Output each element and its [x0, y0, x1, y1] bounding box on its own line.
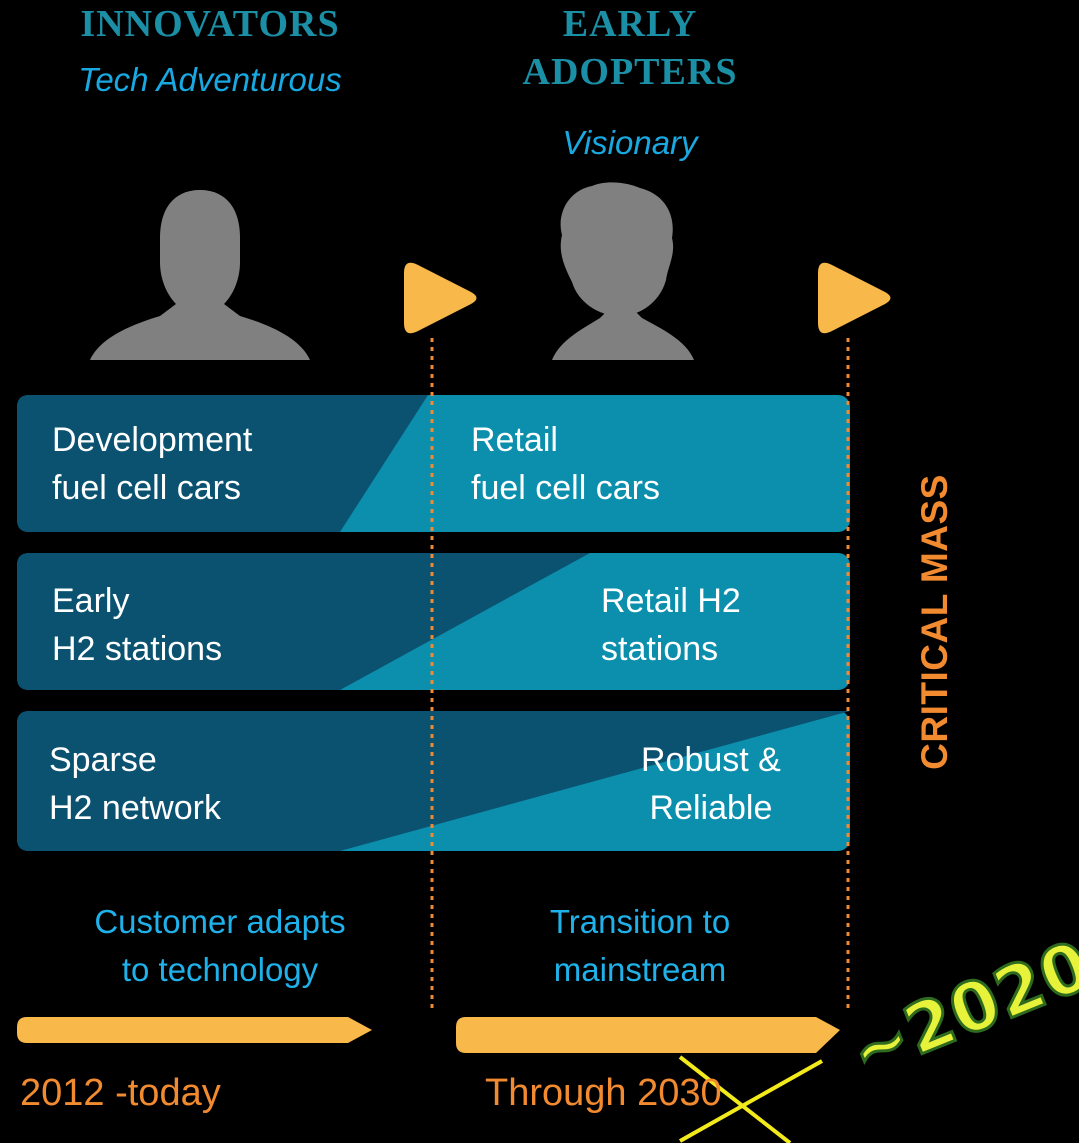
critical-mass-label: CRITICAL MASS [914, 474, 955, 770]
band-cars-right-label: Retail fuel cell cars [471, 421, 660, 507]
progress-arrow-icon [17, 1017, 372, 1043]
band-cars-left-label: Development fuel cell cars [52, 421, 253, 507]
play-arrow-icon [818, 262, 891, 334]
band-cars [17, 395, 850, 532]
column-subtitle-innovators: Tech Adventurous [78, 61, 342, 98]
person-short-hair-icon [90, 190, 310, 360]
band-stations-right-label: Retail H2 stations [601, 582, 741, 668]
timeline-label-prefix: Through 2 [485, 1072, 659, 1114]
caption-early-adopters: Transition to mainstream [549, 903, 731, 988]
band-stations-dark [17, 553, 590, 690]
band-network-right-label: Robust & Reliable [641, 741, 781, 827]
band-cars-dark [17, 395, 428, 532]
progress-arrow-icon [456, 1017, 840, 1053]
band-stations-left-label: Early H2 stations [52, 582, 223, 668]
cross-out-mark [678, 1055, 792, 1143]
caption-innovators: Customer adapts to technology [94, 903, 346, 988]
column-title-innovators: INNOVATORS [80, 3, 340, 45]
timeline-label-innovators: 2012 -today [20, 1072, 221, 1114]
band-stations [17, 553, 850, 690]
cross-out-mark [679, 1059, 823, 1143]
play-arrow-icon [404, 262, 477, 334]
person-curly-hair-icon [552, 182, 694, 360]
timeline-label-early-adopters: Through 2030 [485, 1069, 722, 1117]
band-network-left-label: Sparse H2 network [49, 741, 221, 827]
column-subtitle-early-adopters: Visionary [562, 124, 698, 161]
struck-year-digits: 030 [658, 1072, 722, 1114]
column-title-early-adopters: EARLY ADOPTERS [522, 3, 738, 93]
